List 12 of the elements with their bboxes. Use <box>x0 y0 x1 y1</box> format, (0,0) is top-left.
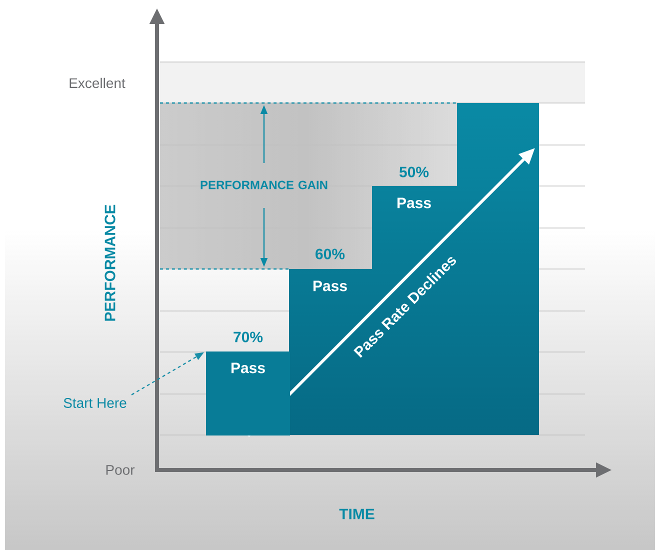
step-label: 60% <box>316 248 345 260</box>
dimension-label: PERFORMANCE GAIN <box>200 180 328 190</box>
axis-title: TIME <box>339 508 374 520</box>
annotation-text: Start Here <box>64 398 126 408</box>
step-label: Pass <box>398 198 431 208</box>
step-bar <box>206 352 290 436</box>
axis-title: PERFORMANCE <box>104 204 116 321</box>
level-label: Poor <box>106 465 135 475</box>
step-label: Pass <box>314 280 347 292</box>
step-label: Pass <box>232 362 265 374</box>
level-label: Excellent <box>70 78 126 88</box>
step-label: 50% <box>399 166 429 178</box>
